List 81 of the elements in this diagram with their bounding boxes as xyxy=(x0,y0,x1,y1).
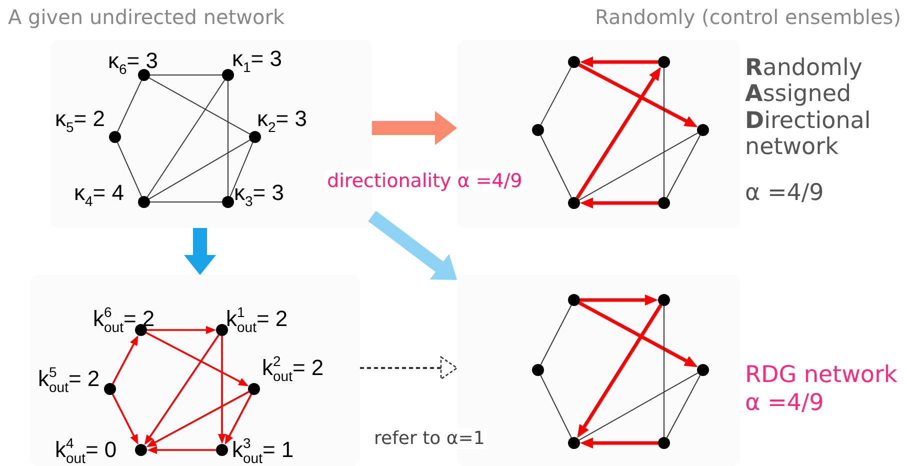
node-dot xyxy=(658,294,670,306)
arrow xyxy=(224,394,252,445)
arrow xyxy=(578,301,698,368)
arrow xyxy=(360,356,458,380)
network-panel xyxy=(457,40,740,228)
node-dot xyxy=(568,437,580,449)
degree-label: k$^{5}$$_{out}$= 2 xyxy=(38,365,100,394)
link-line xyxy=(148,140,250,200)
degree-label: k$^{4}$$_{out}$= 0 xyxy=(55,436,117,465)
node-dot xyxy=(222,69,234,81)
node-dot xyxy=(658,56,670,68)
arrow xyxy=(580,198,658,208)
arrow xyxy=(146,391,250,448)
node-dot xyxy=(568,294,580,306)
degree-label: k$^{3}$$_{out}$= 1 xyxy=(232,436,294,465)
degree-label: k$^{6}$$_{out}$= 2 xyxy=(93,305,155,334)
link-line xyxy=(230,142,254,197)
arrow xyxy=(580,294,658,306)
node-dot xyxy=(697,124,709,136)
node-dot xyxy=(532,124,544,136)
link-line xyxy=(578,372,698,441)
arrow xyxy=(218,336,226,444)
link-line xyxy=(666,374,701,438)
network-panel xyxy=(30,275,360,466)
node-dot xyxy=(109,131,121,143)
arrow xyxy=(184,228,216,275)
alpha-value: α =4/9 xyxy=(745,180,825,206)
arrow xyxy=(144,334,220,446)
link-line xyxy=(117,80,142,132)
degree-label: κ$_{4}$= 4 xyxy=(74,182,124,208)
alpha-value: α =4/9 xyxy=(745,390,825,416)
arrow xyxy=(112,394,138,445)
node-dot xyxy=(248,383,260,395)
node-dot xyxy=(216,444,228,456)
degree-label: κ$_{5}$= 2 xyxy=(55,108,105,134)
node-dot xyxy=(568,56,580,68)
degree-label: κ$_{3}$= 3 xyxy=(234,182,284,208)
link-line xyxy=(148,77,250,135)
node-dot xyxy=(138,196,150,208)
arrow xyxy=(147,446,216,454)
heading: Randomly (control ensembles) xyxy=(595,6,902,29)
network-name: RDG network xyxy=(745,362,898,388)
heading: A given undirected network xyxy=(8,6,285,29)
arrow xyxy=(577,304,662,438)
link-line xyxy=(146,80,226,198)
network-description: Randomly Assigned Directional network xyxy=(745,55,872,161)
link-line xyxy=(578,132,698,201)
link-line xyxy=(666,134,701,198)
node-dot xyxy=(249,131,261,143)
degree-label: κ$_{6}$= 3 xyxy=(108,50,158,76)
link-line xyxy=(540,66,572,126)
edge-label: directionality α =4/9 xyxy=(325,170,524,192)
degree-label: k$^{1}$$_{out}$= 2 xyxy=(226,305,288,334)
arrow xyxy=(372,111,457,145)
node-dot xyxy=(532,364,544,376)
node-dot xyxy=(104,383,116,395)
node-dot xyxy=(697,364,709,376)
node-dot xyxy=(135,444,147,456)
node-dot xyxy=(138,69,150,81)
degree-label: κ$_{1}$= 3 xyxy=(232,48,282,74)
arrow xyxy=(578,63,698,128)
link-line xyxy=(540,374,572,438)
node-dot xyxy=(135,324,147,336)
link-line xyxy=(116,142,142,198)
arrow xyxy=(146,332,249,386)
arrow xyxy=(580,56,658,68)
arrow xyxy=(576,67,661,199)
node-dot xyxy=(568,197,580,209)
link-line xyxy=(540,134,572,198)
degree-label: κ$_{2}$= 3 xyxy=(257,108,307,134)
node-dot xyxy=(658,437,670,449)
degree-label: k$^{2}$$_{out}$= 2 xyxy=(262,354,324,383)
arrow xyxy=(112,335,138,384)
arrow xyxy=(368,210,457,280)
link-line xyxy=(540,304,572,366)
link-line xyxy=(150,74,222,76)
arrow xyxy=(147,326,216,334)
node-dot xyxy=(216,324,228,336)
node-dot xyxy=(222,196,234,208)
arrow xyxy=(580,438,658,448)
node-dot xyxy=(658,197,670,209)
